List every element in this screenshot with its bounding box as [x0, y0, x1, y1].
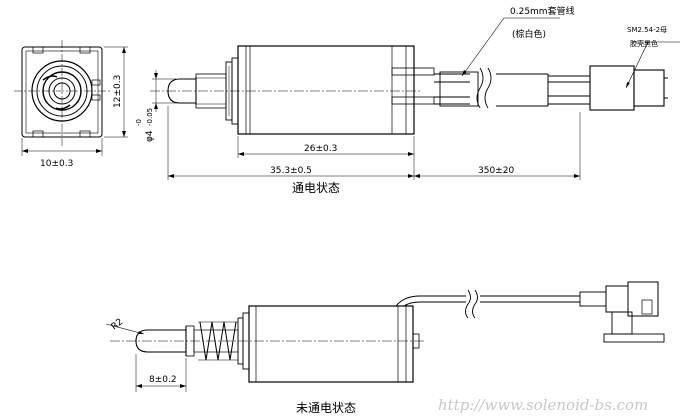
- wire-spec-label: 0.25mm套管线: [510, 5, 575, 17]
- dim-wire-len-label: 350±20: [478, 166, 514, 176]
- wire-color-label: (棕白色): [512, 28, 546, 40]
- dim-radius-label: R2: [110, 317, 126, 332]
- watermark-text: http://www.solenoid-bs.com: [438, 396, 648, 414]
- title-deenergized: 未通电状态: [296, 401, 356, 415]
- title-energized: 通电状态: [292, 181, 340, 195]
- dim-stroke-label: 8±0.2: [149, 375, 177, 385]
- dim-total-len-label: 35.3±0.5: [270, 166, 312, 176]
- dim-body-len-label: 26±0.3: [304, 144, 337, 154]
- deenergized-side-view: [105, 281, 665, 392]
- dim-width-label: 10±0.3: [40, 159, 73, 169]
- end-view: [14, 40, 128, 156]
- dim-plunger-tol-bot: -0.05: [146, 108, 154, 126]
- dim-plunger-dia-label: φ4: [145, 130, 155, 142]
- energized-side-view: [150, 17, 680, 180]
- dim-height-label: 12±0.3: [113, 75, 123, 108]
- connector-desc-label: 胶壳黑色: [630, 39, 658, 48]
- dim-plunger-tol-top: -0: [135, 119, 143, 126]
- connector-spec-label: SM2.54-2母: [627, 26, 667, 34]
